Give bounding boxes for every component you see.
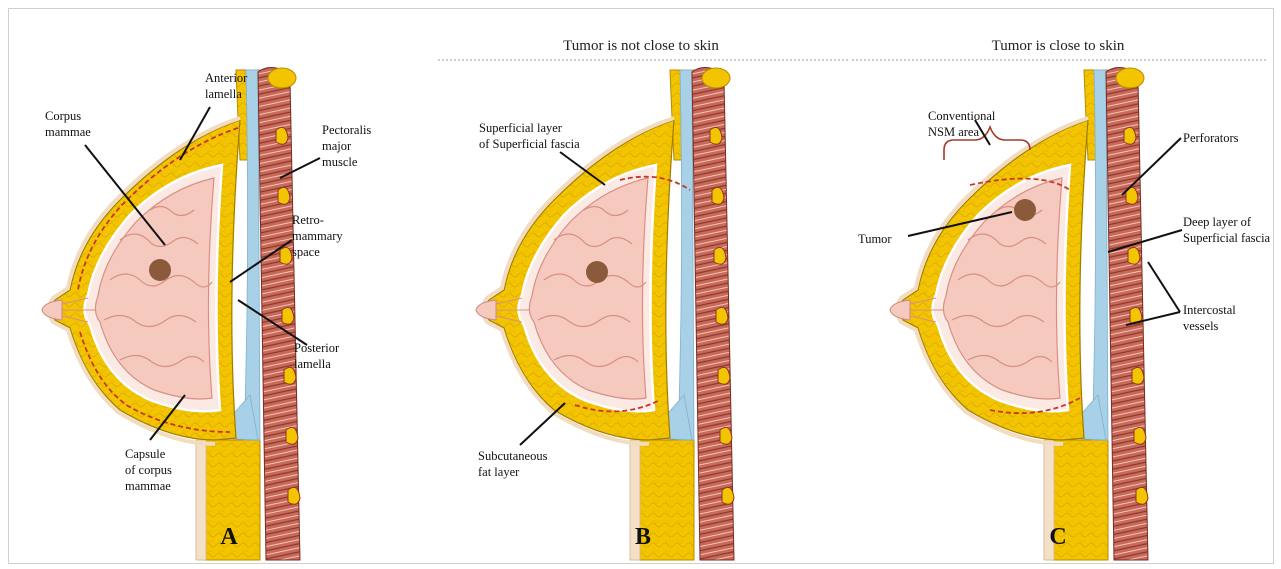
panel-c-header: Tumor is close to skin bbox=[992, 38, 1125, 54]
label-subcutaneous-fat-layer: Subcutaneous fat layer bbox=[478, 449, 551, 479]
panel-letter-c: C bbox=[1049, 524, 1066, 550]
label-retromammary-space: Retro- mammary space bbox=[292, 213, 346, 259]
tumor-marker bbox=[586, 261, 608, 283]
label-deep-layer: Deep layer of Superficial fascia bbox=[1183, 215, 1271, 245]
label-pectoralis-major-muscle: Pectoralis major muscle bbox=[322, 123, 374, 169]
panel-a-diagram bbox=[42, 68, 300, 561]
leader-intercostal-1 bbox=[1148, 262, 1180, 312]
panel-letter-a: A bbox=[220, 524, 238, 550]
leader-subcutaneous bbox=[520, 403, 565, 445]
label-tumor: Tumor bbox=[858, 232, 892, 246]
label-perforators: Perforators bbox=[1183, 131, 1239, 145]
label-superficial-layer: Superficial layer of Superficial fascia bbox=[479, 121, 580, 151]
label-corpus-mammae: Corpus mammae bbox=[45, 109, 91, 139]
panel-letter-b: B bbox=[635, 524, 651, 550]
tumor-marker bbox=[1014, 199, 1036, 221]
label-conventional-nsm-area: Conventional NSM area bbox=[928, 109, 998, 139]
label-posterior-lamella: Posterior lamella bbox=[294, 341, 342, 371]
label-intercostal-vessels: Intercostal vessels bbox=[1183, 303, 1239, 333]
panel-c-diagram bbox=[890, 68, 1148, 561]
label-capsule-of-corpus-mammae: Capsule of corpus mammae bbox=[125, 447, 175, 493]
panel-b-header: Tumor is not close to skin bbox=[563, 38, 719, 54]
tumor-marker bbox=[149, 259, 171, 281]
